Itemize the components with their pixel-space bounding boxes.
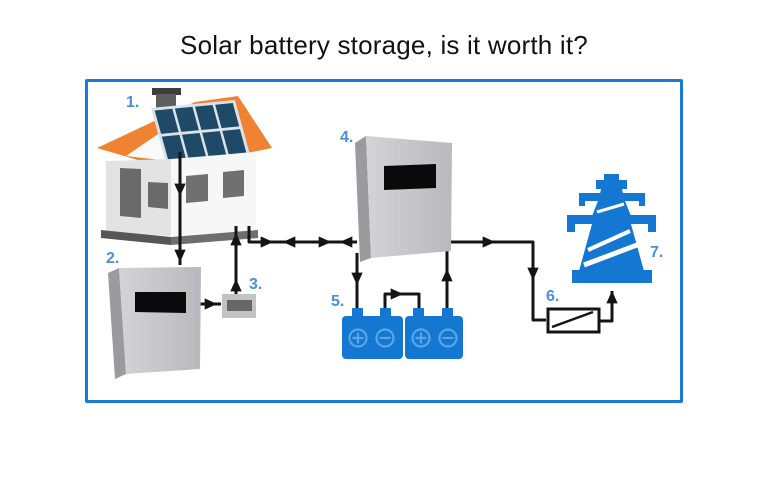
generation-meter-icon <box>222 294 256 318</box>
battery-1 <box>342 316 403 359</box>
component-label-2: 2. <box>106 250 119 267</box>
solar-cell <box>174 106 199 132</box>
wire-battery-inverter-to-import-meter <box>449 240 546 322</box>
plus-symbol <box>411 328 431 348</box>
battery-inverter-screen <box>384 164 436 190</box>
window <box>223 170 244 198</box>
component-label-5: 5. <box>331 293 344 310</box>
window <box>186 174 208 203</box>
pylon-crossarm-tip <box>639 193 645 206</box>
house-with-solar-panels-icon <box>97 88 272 245</box>
page-title: Solar battery storage, is it worth it? <box>180 30 588 60</box>
meter-display <box>227 300 252 311</box>
door <box>120 168 141 218</box>
solar-cell <box>215 103 240 129</box>
battery-inverter-icon <box>355 136 452 262</box>
pylon-head <box>596 180 627 189</box>
component-label-4: 4. <box>340 129 353 146</box>
diagram-frame: 1. 2. 3. 4. 5. 6. 7. <box>85 79 683 403</box>
inverter-screen <box>135 292 186 313</box>
electricity-grid-pylon-icon <box>567 174 656 283</box>
import-export-meter-icon <box>546 307 601 334</box>
component-label-6: 6. <box>546 288 559 305</box>
plus-symbol <box>348 328 368 348</box>
pylon-base <box>572 270 652 283</box>
pylon-crossarm-tip <box>648 215 656 232</box>
pylon-crossarm-tip <box>579 193 585 206</box>
battery-2 <box>405 316 463 359</box>
solar-system-diagram: 1. 2. 3. 4. 5. 6. 7. <box>97 88 663 379</box>
pylon-crossarm <box>567 215 656 224</box>
pylon-brace-gap <box>596 202 625 214</box>
plus-symbol <box>352 332 364 344</box>
solar-cell <box>222 129 247 155</box>
solar-inverter-icon <box>108 267 201 379</box>
component-label-7: 7. <box>650 244 663 261</box>
wire-battery-bridge <box>383 292 421 309</box>
wire-import-meter-to-grid <box>599 291 614 323</box>
inverter-side <box>108 268 126 379</box>
pylon-brace-gap <box>583 242 638 268</box>
battery-terminal <box>380 308 391 318</box>
flow-arrowheads <box>174 183 618 310</box>
wire-house-to-battery-inverter <box>247 226 357 244</box>
solar-cell <box>202 131 227 157</box>
minus-symbol <box>438 328 458 348</box>
battery-inverter-body <box>366 136 452 258</box>
battery-terminal <box>442 308 453 318</box>
solar-cell <box>181 132 206 159</box>
component-label-3: 3. <box>249 276 262 293</box>
solar-panel-array-icon <box>151 100 250 163</box>
pylon-brace-gap <box>587 229 631 252</box>
chimney-cap <box>152 88 181 95</box>
component-label-1: 1. <box>126 94 139 111</box>
plus-symbol <box>415 332 427 344</box>
window <box>148 182 168 209</box>
import-meter-needle <box>551 310 594 329</box>
pylon-top <box>604 174 619 181</box>
battery-terminal <box>413 308 424 318</box>
pylon-crossarm-tip <box>567 215 575 232</box>
battery-inverter-side <box>355 136 371 262</box>
solar-cell <box>195 104 220 131</box>
house-base <box>101 230 171 245</box>
inverter-body <box>119 267 201 374</box>
solar-cell <box>154 108 179 134</box>
minus-symbol <box>375 328 395 348</box>
battery-terminal <box>352 308 363 318</box>
pylon-crossarm <box>579 193 645 201</box>
storage-batteries-icon <box>342 308 463 359</box>
